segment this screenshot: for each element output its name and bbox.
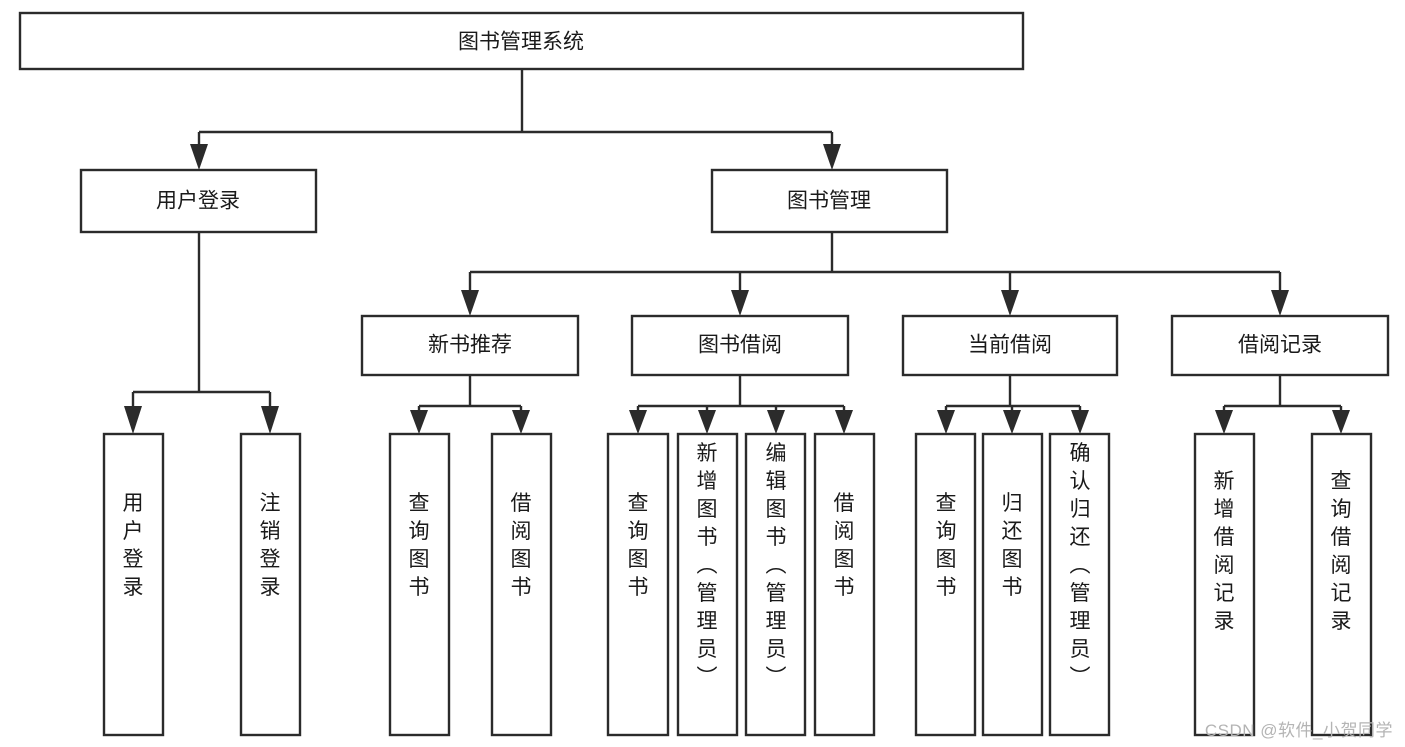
node-book-borrow-box[interactable]: [630, 314, 850, 377]
node-borrow-record-label: 借阅记录: [1238, 334, 1322, 357]
arrow-book-mgmt-to-borrow: [731, 290, 749, 316]
node-current-borrow[interactable]: 当前借阅: [901, 314, 1119, 377]
leaf-borrow-query-book-box[interactable]: [606, 432, 670, 737]
node-root-book-management-system[interactable]: 图书管理系统: [18, 11, 1025, 71]
node-book-management[interactable]: 图书管理: [710, 168, 949, 234]
leaf-record-add-record[interactable]: 新增借阅记录: [1193, 432, 1256, 737]
node-user-login-label: 用户登录: [156, 190, 240, 213]
leaf-record-add-record-label: 新增借阅记录: [1214, 470, 1235, 633]
leaf-current-confirm-return-admin[interactable]: 确认归还︵管理员︶: [1048, 432, 1111, 737]
node-user-login-box[interactable]: [79, 168, 318, 234]
leaf-new-book-borrow[interactable]: 借阅图书: [490, 432, 553, 737]
leaf-new-book-query-label: 查询图书: [409, 492, 430, 599]
node-book-borrow-label: 图书借阅: [698, 334, 782, 357]
leaf-record-query-record[interactable]: 查询借阅记录: [1310, 432, 1373, 737]
leaf-current-query-book-label: 查询图书: [936, 492, 957, 599]
leaf-new-book-query-box[interactable]: [388, 432, 451, 737]
leaf-borrow-add-book-admin[interactable]: 新增图书︵管理员︶: [676, 432, 739, 737]
leaf-record-add-record-box[interactable]: [1193, 432, 1256, 737]
leaf-new-book-query[interactable]: 查询图书: [388, 432, 451, 737]
node-user-login[interactable]: 用户登录: [79, 168, 318, 234]
leaf-borrow-borrow-book[interactable]: 借阅图书: [813, 432, 876, 737]
arrow-record-leaf2: [1332, 410, 1350, 434]
leaf-current-return-book-label: 归还图书: [1002, 492, 1023, 599]
leaf-record-query-record-label: 查询借阅记录: [1331, 470, 1352, 633]
arrow-current-leaf3: [1071, 410, 1089, 434]
node-borrow-record[interactable]: 借阅记录: [1170, 314, 1390, 377]
node-new-book-recommend-label: 新书推荐: [428, 334, 512, 357]
leaf-borrow-borrow-book-box[interactable]: [813, 432, 876, 737]
node-new-book-recommend-box[interactable]: [360, 314, 580, 377]
arrow-book-mgmt-to-new-book: [461, 290, 479, 316]
arrow-new-book-leaf1: [410, 410, 428, 434]
leaf-borrow-query-book-label: 查询图书: [628, 492, 649, 599]
node-book-borrow[interactable]: 图书借阅: [630, 314, 850, 377]
node-book-management-box[interactable]: [710, 168, 949, 234]
arrow-book-mgmt-to-record: [1271, 290, 1289, 316]
arrow-record-leaf1: [1215, 410, 1233, 434]
node-book-management-label: 图书管理: [787, 190, 871, 213]
arrow-root-to-book-mgmt: [823, 144, 841, 170]
leaf-current-query-book[interactable]: 查询图书: [914, 432, 977, 737]
leaf-user-login-login-box[interactable]: [102, 432, 165, 737]
arrow-book-mgmt-to-current: [1001, 290, 1019, 316]
arrow-borrow-leaf4: [835, 410, 853, 434]
arrow-borrow-leaf1: [629, 410, 647, 434]
leaf-current-return-book-box[interactable]: [981, 432, 1044, 737]
leaf-borrow-borrow-book-label: 借阅图书: [834, 492, 855, 599]
leaf-current-confirm-return-admin-label: 确认归还︵管理员︶: [1070, 442, 1091, 689]
arrow-root-to-user-login: [190, 144, 208, 170]
arrow-current-leaf2: [1003, 410, 1021, 434]
leaf-current-return-book[interactable]: 归还图书: [981, 432, 1044, 737]
leaf-current-confirm-return-admin-box[interactable]: [1048, 432, 1111, 737]
node-current-borrow-label: 当前借阅: [968, 334, 1052, 357]
leaf-new-book-borrow-label: 借阅图书: [511, 492, 532, 599]
leaf-user-login-login-label: 用户登录: [123, 492, 144, 599]
leaf-user-login-login[interactable]: 用户登录: [102, 432, 165, 737]
leaf-user-login-logout-box[interactable]: [239, 432, 302, 737]
leaf-new-book-borrow-box[interactable]: [490, 432, 553, 737]
leaf-current-query-book-box[interactable]: [914, 432, 977, 737]
leaf-borrow-add-book-admin-box[interactable]: [676, 432, 739, 737]
leaf-borrow-edit-book-admin-box[interactable]: [744, 432, 807, 737]
connector-layer: [124, 69, 1350, 434]
node-current-borrow-box[interactable]: [901, 314, 1119, 377]
leaf-borrow-query-book[interactable]: 查询图书: [606, 432, 670, 737]
arrow-user-login-leaf1: [124, 406, 142, 434]
node-new-book-recommend[interactable]: 新书推荐: [360, 314, 580, 377]
node-borrow-record-box[interactable]: [1170, 314, 1390, 377]
leaf-user-login-logout-label: 注销登录: [260, 492, 281, 599]
node-root-label: 图书管理系统: [458, 31, 584, 54]
leaf-borrow-edit-book-admin-label: 编辑图书︵管理员︶: [766, 442, 787, 689]
node-root-box[interactable]: [18, 11, 1025, 71]
arrow-borrow-leaf3: [767, 410, 785, 434]
leaf-borrow-edit-book-admin[interactable]: 编辑图书︵管理员︶: [744, 432, 807, 737]
arrow-new-book-leaf2: [512, 410, 530, 434]
arrow-user-login-leaf2: [261, 406, 279, 434]
leaf-user-login-logout[interactable]: 注销登录: [239, 432, 302, 737]
arrow-current-leaf1: [937, 410, 955, 434]
arrow-borrow-leaf2: [698, 410, 716, 434]
leaf-borrow-add-book-admin-label: 新增图书︵管理员︶: [697, 442, 718, 689]
leaf-record-query-record-box[interactable]: [1310, 432, 1373, 737]
